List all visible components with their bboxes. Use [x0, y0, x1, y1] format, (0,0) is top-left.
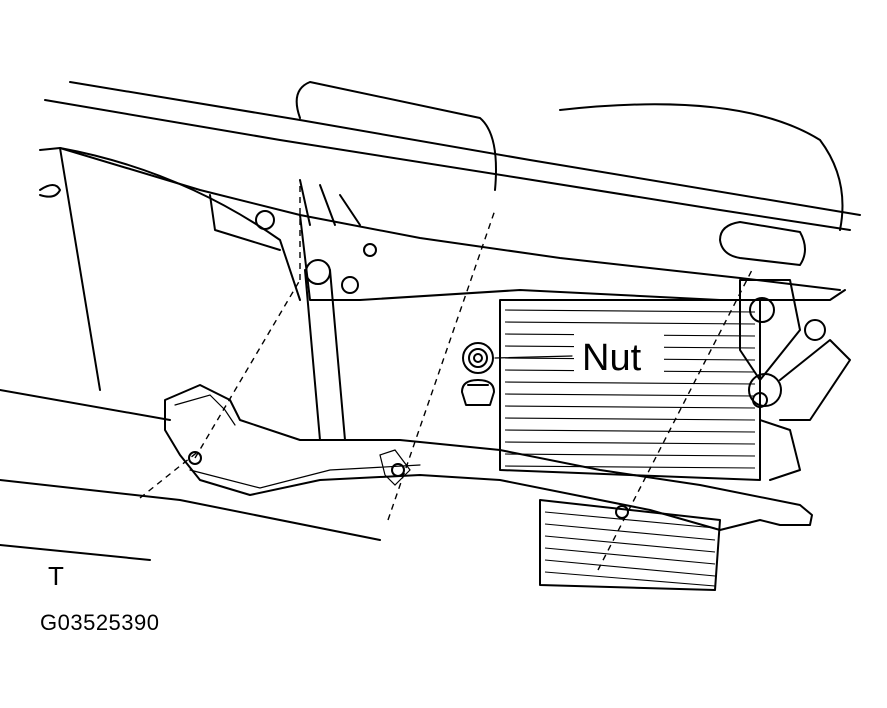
radiator-core [499, 299, 761, 481]
hood-outline [44, 81, 861, 266]
orientation-mark: T [48, 561, 64, 591]
alignment-lines [139, 180, 753, 571]
hood-lock-stay [304, 259, 346, 441]
nut-part [462, 342, 494, 374]
nut-callout-box [574, 330, 664, 380]
nut-leader-line [494, 355, 573, 359]
clip-part [461, 379, 495, 406]
right-mount-bracket [739, 279, 851, 481]
upper-support-member [59, 147, 846, 301]
lower-support-shroud [164, 384, 813, 531]
lower-grille [539, 499, 721, 591]
nut-callout-label: Nut [582, 337, 642, 379]
radiator-support-diagram: Nut T [0, 81, 861, 591]
figure-code: G03525390 [40, 610, 160, 635]
fender-panel [0, 147, 381, 561]
